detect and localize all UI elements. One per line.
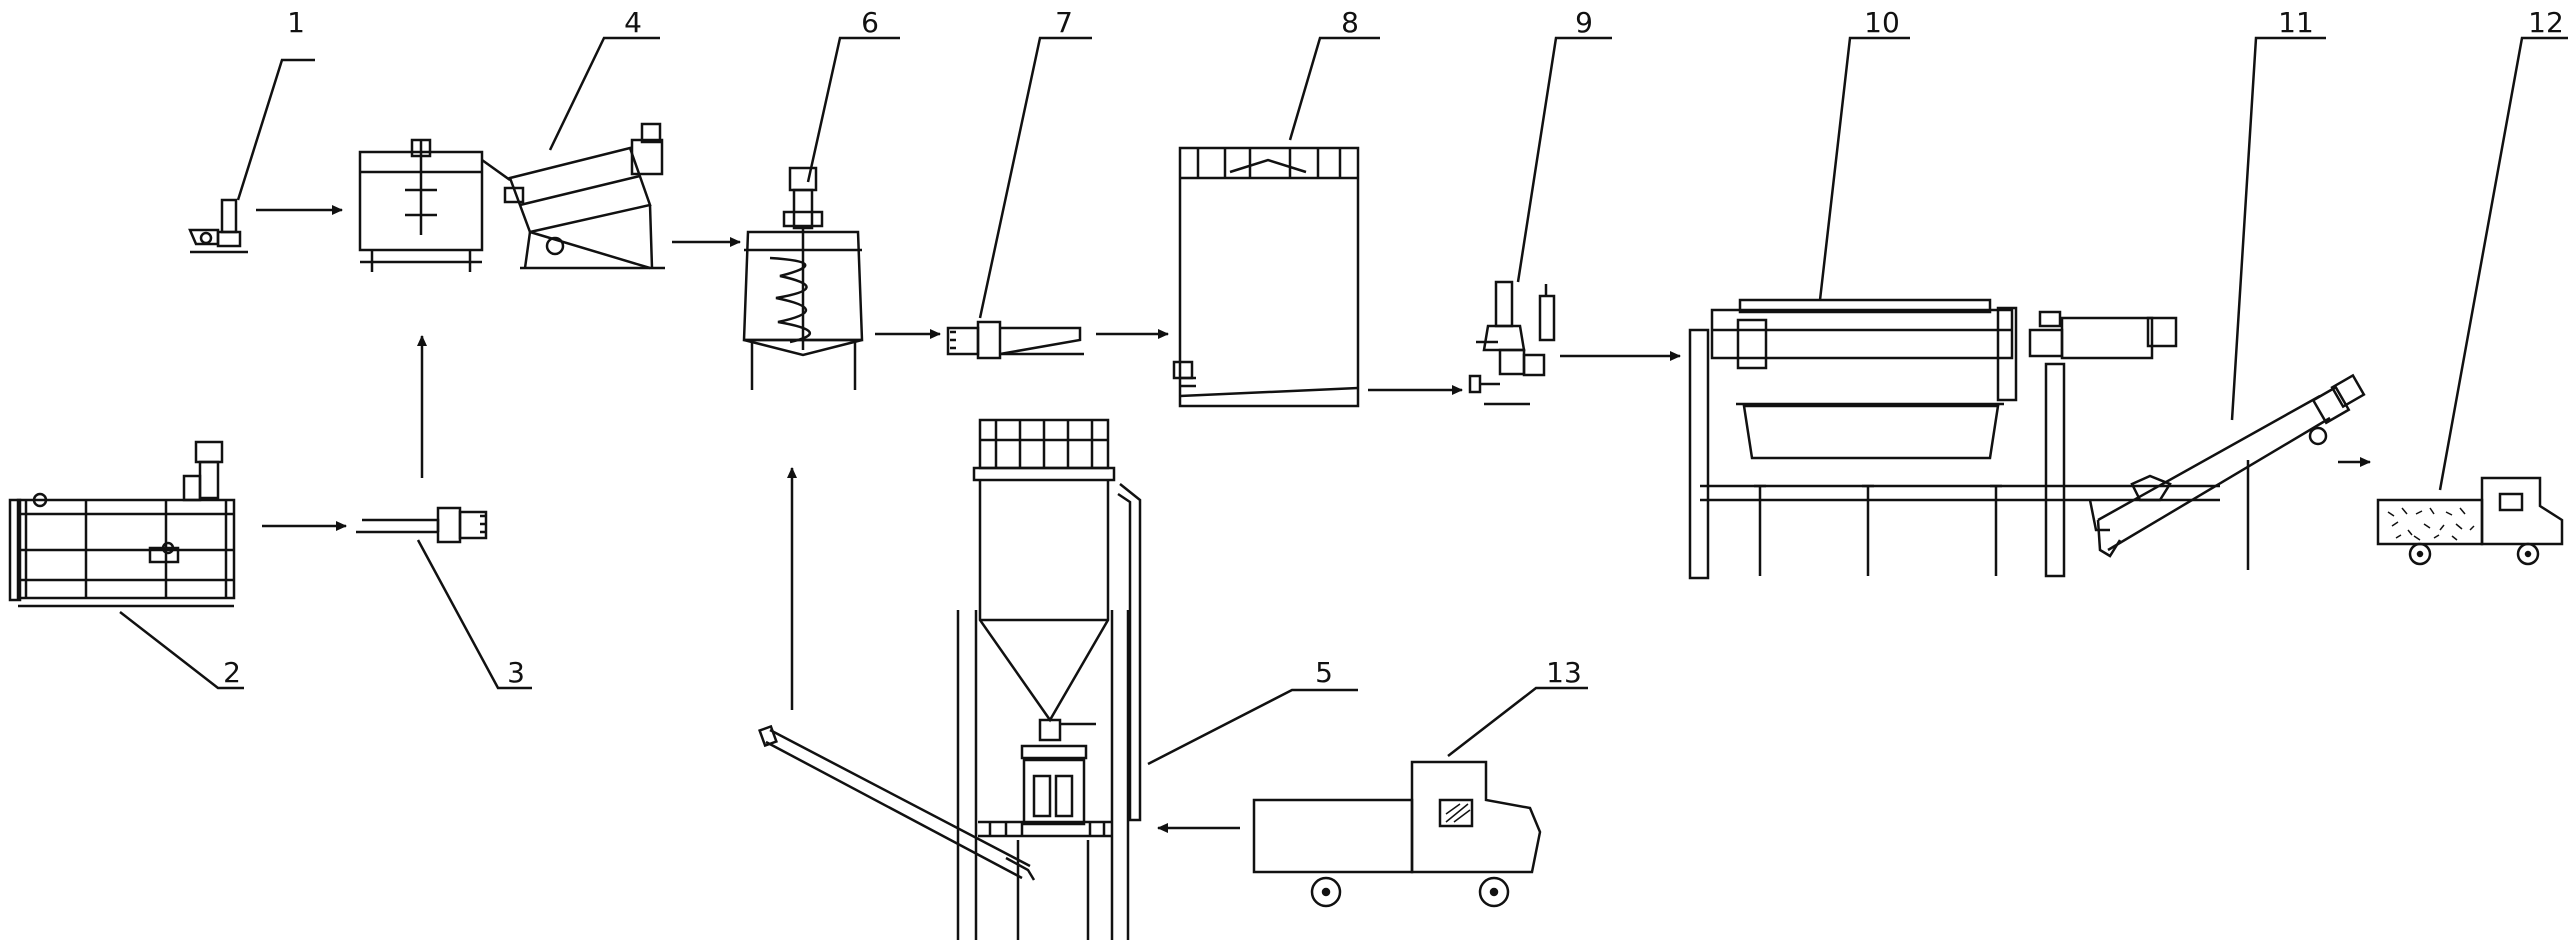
equipment-12-truck (2376, 476, 2564, 566)
leader-line-9 (1516, 36, 1612, 283)
leader-line-10 (1818, 36, 1910, 301)
leader-line-7 (978, 36, 1092, 319)
leader-line-5 (1147, 688, 1358, 766)
screw-conveyor (758, 724, 1036, 881)
equipment-10-filter-press (1688, 298, 2220, 580)
leader-line-3 (416, 539, 532, 690)
leader-line-4 (548, 36, 660, 151)
label-8: 8 (1341, 6, 1359, 39)
equipment-2-dosing-unit (8, 440, 236, 608)
label-4: 4 (624, 6, 642, 39)
equipment-7-pump (946, 320, 1084, 360)
equipment-5-silo (956, 418, 1142, 940)
equipment-4-screw-press (358, 122, 665, 272)
equipment-3-pump (356, 506, 488, 544)
leader-line-1 (236, 58, 315, 201)
truck-13-window-hatch (1445, 803, 1471, 823)
label-1: 1 (287, 6, 305, 39)
label-12: 12 (2528, 6, 2564, 39)
label-13: 13 (1546, 656, 1582, 689)
equipment-6-mixing-tank (742, 166, 864, 390)
label-11: 11 (2278, 6, 2314, 39)
leader-line-2 (119, 611, 244, 690)
leader-line-12 (2438, 36, 2568, 491)
label-7: 7 (1055, 6, 1073, 39)
label-2: 2 (223, 656, 241, 689)
leader-line-8 (1288, 36, 1380, 141)
equipment-11-conveyor (2096, 373, 2366, 570)
leader-line-6 (806, 36, 900, 183)
equipment-9-pump (1468, 280, 1556, 406)
label-10: 10 (1864, 6, 1900, 39)
label-3: 3 (507, 656, 525, 689)
equipment-13-truck (1252, 760, 1542, 908)
leader-line-11 (2230, 36, 2326, 421)
leader-line-13 (1447, 686, 1588, 757)
equipment-8-storage-tank (1172, 146, 1360, 408)
equipment-1-pump (188, 198, 248, 254)
truck-12-load-texture (2387, 507, 2475, 541)
label-6: 6 (861, 6, 879, 39)
label-5: 5 (1315, 656, 1333, 689)
label-9: 9 (1575, 6, 1593, 39)
